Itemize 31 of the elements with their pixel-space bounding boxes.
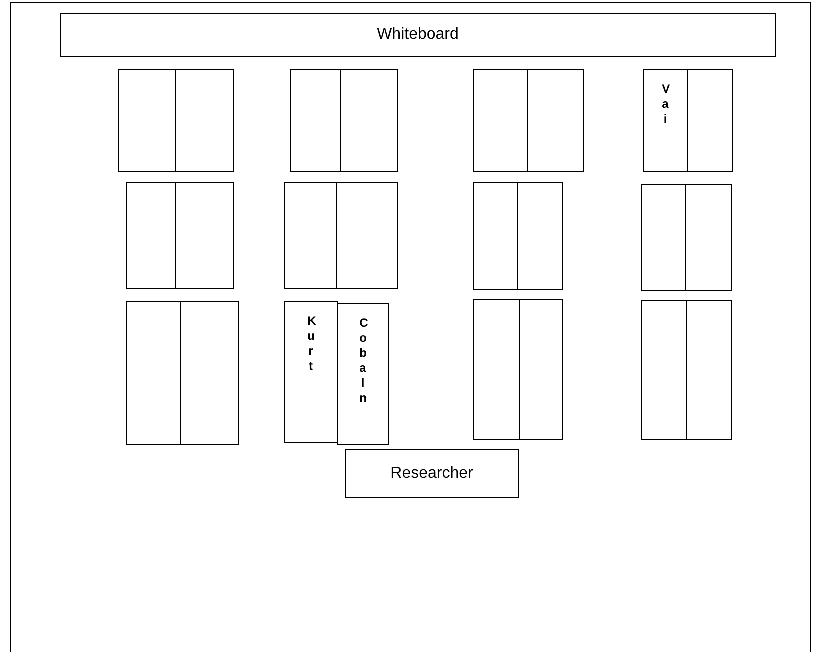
desk-half [290, 69, 341, 172]
desk-half [685, 184, 732, 291]
desk-label: Researcher [390, 464, 474, 482]
desk-label: Whiteboard [377, 26, 459, 44]
desk-half [473, 69, 528, 172]
desk-half [643, 69, 688, 172]
desk-half [118, 69, 176, 172]
seat-name: Kurt [308, 314, 314, 374]
desk-half [284, 182, 337, 289]
desk-half [473, 182, 518, 290]
desk-half [527, 69, 584, 172]
desk-half [641, 184, 686, 291]
desk-half [175, 69, 234, 172]
desk-half [686, 300, 732, 440]
researcher-desk [345, 449, 519, 498]
desk-half [180, 301, 239, 445]
desk-half [126, 301, 181, 445]
desk-half [337, 303, 389, 445]
desk-half [175, 182, 234, 289]
desk-half [284, 301, 338, 443]
desk-half [126, 182, 176, 289]
desk-half [641, 300, 687, 440]
whiteboard [60, 13, 776, 57]
seat-name: Vai [662, 82, 669, 127]
seat-name: Cobaln [360, 316, 366, 406]
desk-half [687, 69, 733, 172]
desk-half [473, 299, 520, 440]
desk-half [519, 299, 563, 440]
desk-half [340, 69, 398, 172]
desk-half [517, 182, 563, 290]
desk-half [336, 182, 398, 289]
